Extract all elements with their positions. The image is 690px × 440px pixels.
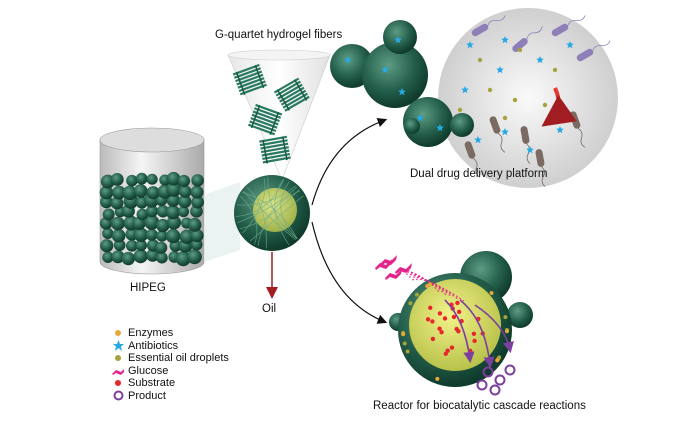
bacteria-bubble (438, 8, 618, 188)
legend-item: Glucose (112, 365, 229, 378)
hipeg-label: HIPEG (130, 282, 166, 294)
delivery-label: Dual drug delivery platform (410, 168, 548, 180)
fibers-label: G-quartet hydrogel fibers (215, 29, 343, 41)
legend-item: Essential oil droplets (112, 352, 229, 365)
legend: Enzymes Antibiotics Essential oil drople… (112, 327, 229, 402)
legend-item: Enzymes (112, 327, 229, 340)
arrow-to-delivery (311, 117, 388, 206)
kill-arrow (541, 87, 577, 127)
hipeg-cylinder (99, 127, 205, 275)
zoom-wedge (204, 182, 240, 262)
arrow-to-reactor (311, 221, 388, 324)
legend-item: Product (112, 390, 229, 403)
hipeg-droplet (234, 175, 310, 251)
drug-loaded-droplets (330, 20, 474, 147)
legend-item: Antibiotics (112, 340, 229, 353)
g-quartet-fibers (232, 63, 310, 164)
legend-item: Substrate (112, 377, 229, 390)
oil-label: Oil (262, 303, 277, 315)
reactor-label: Reactor for biocatalytic cascade reactio… (373, 400, 586, 412)
